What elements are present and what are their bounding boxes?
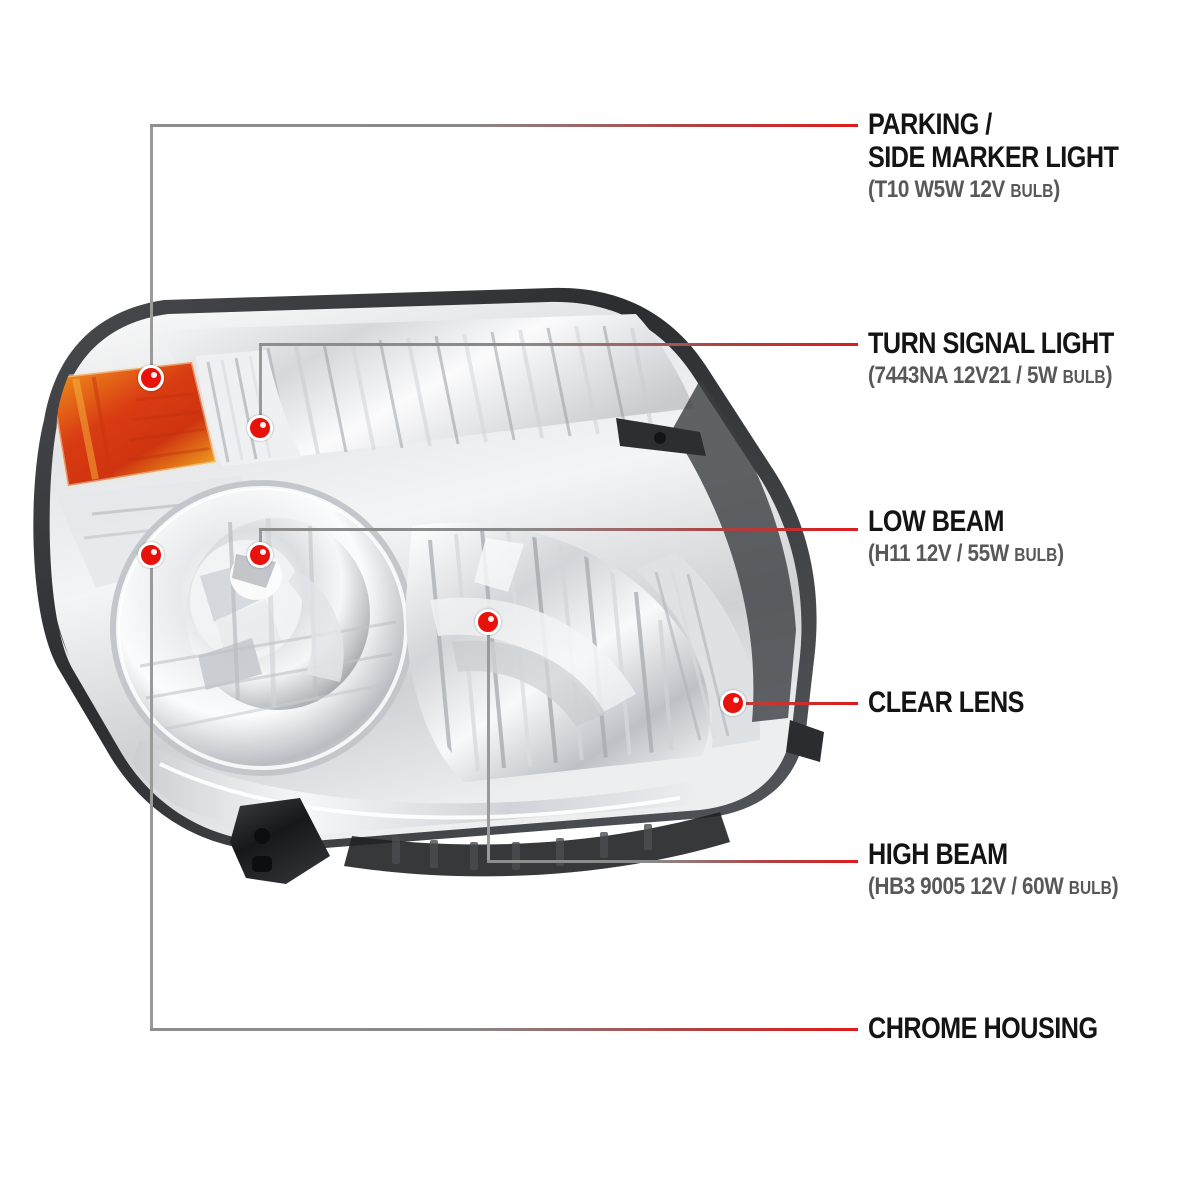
callout-clear-lens: CLEAR LENS <box>868 686 1054 719</box>
lower-mount-bracket <box>230 798 330 884</box>
leader-turn-horizontal <box>259 343 858 346</box>
leader-chrome-vertical <box>150 560 153 1030</box>
leader-highbeam-vertical <box>487 622 490 862</box>
leader-clearlens-horizontal <box>740 702 858 705</box>
leader-turn-vertical <box>259 344 262 430</box>
callout-highbeam-title: HIGH BEAM <box>868 838 1008 871</box>
right-edge-trim <box>672 380 796 722</box>
leader-parking-horizontal <box>150 124 858 127</box>
callout-parking-side-marker: PARKING / SIDE MARKER LIGHT (T10 W5W 12V… <box>868 108 1166 205</box>
right-side-tab <box>786 720 824 762</box>
callout-turn-signal: TURN SIGNAL LIGHT (7443NA 12V21 / 5W BUL… <box>868 327 1161 391</box>
spec-open: ( <box>868 873 875 900</box>
lower-trim-ribs <box>392 824 652 870</box>
spec-close: ) <box>1105 362 1113 389</box>
callout-parking-title-1: PARKING / <box>868 108 992 141</box>
leader-highbeam-horizontal <box>487 860 858 863</box>
marker-parking-side-marker-light[interactable] <box>138 365 164 391</box>
low-beam-reflector <box>110 480 414 776</box>
spec-bulb: BULB <box>1010 181 1054 201</box>
spec-close: ) <box>1053 176 1060 203</box>
leader-parking-vertical <box>150 125 153 375</box>
callout-chrome-title: CHROME HOUSING <box>868 1012 1098 1045</box>
marker-turn-signal-light[interactable] <box>247 415 273 441</box>
leader-lowbeam-horizontal <box>259 528 858 531</box>
marker-high-beam[interactable] <box>475 609 501 635</box>
callout-parking-spec: (T10 W5W 12V BULB) <box>868 176 1124 205</box>
marker-clear-lens[interactable] <box>720 690 746 716</box>
callout-turn-title: TURN SIGNAL LIGHT <box>868 327 1114 360</box>
spec-bulb: BULB <box>1014 545 1058 565</box>
callout-lowbeam-spec: (H11 12V / 55W BULB) <box>868 540 1064 569</box>
spec-main: 7443NA 12V21 / 5W <box>874 362 1063 389</box>
spec-open: ( <box>868 540 875 567</box>
spec-close: ) <box>1111 873 1119 900</box>
callout-parking-title-2: SIDE MARKER LIGHT <box>868 141 1119 174</box>
spec-close: ) <box>1057 540 1064 567</box>
callout-high-beam: HIGH BEAM (HB3 9005 12V / 60W BULB) <box>868 838 1159 902</box>
marker-chrome-housing[interactable] <box>138 542 164 568</box>
spec-main: T10 W5W 12V <box>874 176 1011 203</box>
callout-turn-spec: (7443NA 12V21 / 5W BULB) <box>868 362 1120 391</box>
spec-main: HB3 9005 12V / 60W <box>874 873 1069 900</box>
callout-highbeam-spec: (HB3 9005 12V / 60W BULB) <box>868 873 1119 902</box>
spec-open: ( <box>868 176 875 203</box>
spec-main: H11 12V / 55W <box>874 540 1015 567</box>
spec-bulb: BULB <box>1062 367 1106 387</box>
callout-clearlens-title: CLEAR LENS <box>868 686 1024 719</box>
marker-low-beam[interactable] <box>247 542 273 568</box>
upper-mount-tab <box>46 293 118 320</box>
leader-chrome-horizontal <box>150 1028 858 1031</box>
callout-chrome-housing: CHROME HOUSING <box>868 1012 1141 1045</box>
amber-side-marker-lens <box>48 360 218 488</box>
spec-bulb: BULB <box>1068 878 1112 898</box>
upper-lens-flute-band <box>160 314 694 462</box>
spec-open: ( <box>868 362 875 389</box>
housing-detail-group <box>46 293 796 837</box>
headlight-assembly-image <box>0 270 870 890</box>
callout-low-beam: LOW BEAM (H11 12V / 55W BULB) <box>868 505 1096 569</box>
callout-lowbeam-title: LOW BEAM <box>868 505 1004 538</box>
